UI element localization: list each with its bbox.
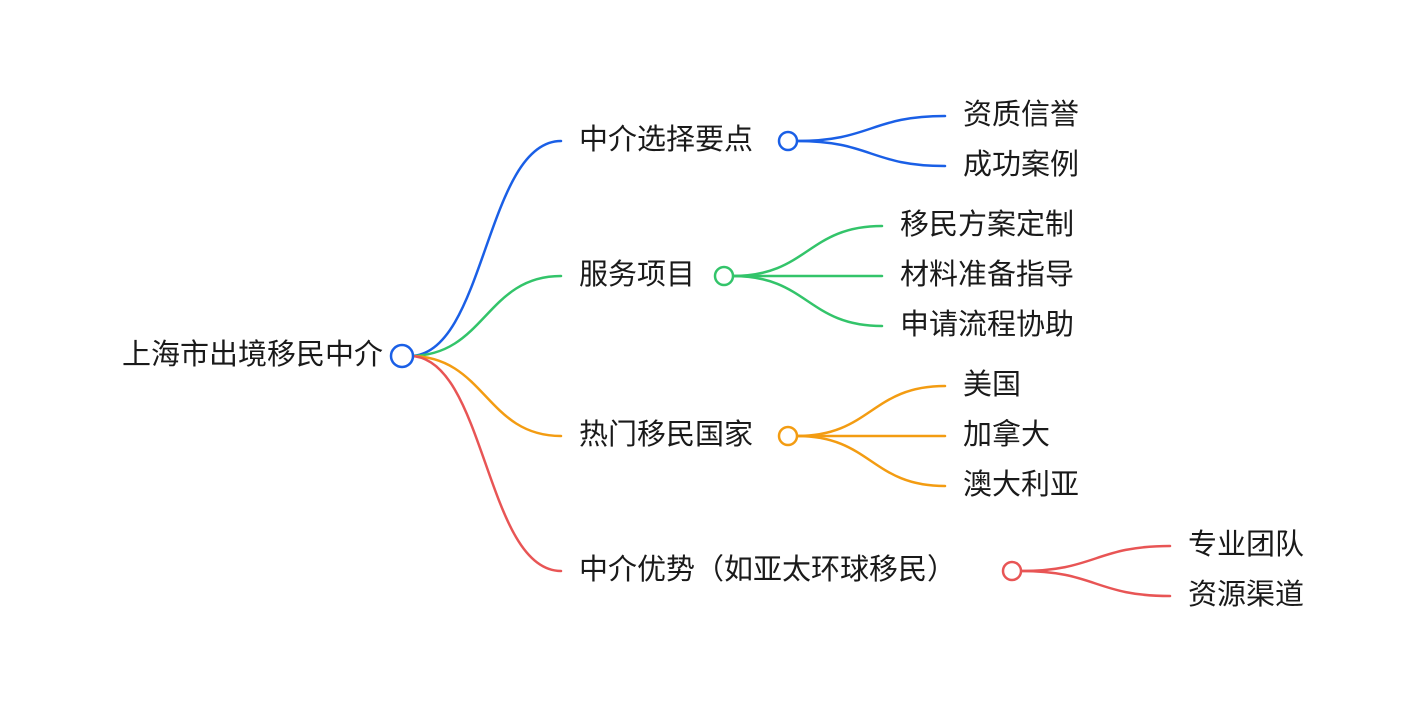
edge-branch-to-leaf bbox=[795, 139, 947, 168]
leaf-label-material-guidance: 材料准备指导 bbox=[900, 257, 1074, 291]
edge-branch-to-leaf bbox=[1019, 569, 1172, 598]
leaf-label-usa: 美国 bbox=[963, 367, 1021, 401]
leaf-label-australia: 澳大利亚 bbox=[963, 467, 1079, 501]
root-node-label: 上海市出境移民中介 bbox=[122, 337, 383, 371]
branch-circle-selection-points[interactable] bbox=[777, 130, 799, 152]
edge-root-to-branch bbox=[408, 274, 563, 358]
leaf-label-professional-team: 专业团队 bbox=[1188, 527, 1304, 561]
root-node-circle[interactable] bbox=[389, 343, 415, 369]
edge-root-to-branch bbox=[408, 139, 563, 358]
leaf-label-canada: 加拿大 bbox=[963, 417, 1050, 451]
leaf-label-resource-channels: 资源渠道 bbox=[1188, 577, 1304, 611]
leaf-label-plan-customization: 移民方案定制 bbox=[900, 207, 1074, 241]
edges-layer bbox=[408, 114, 1172, 598]
edge-branch-to-leaf bbox=[1019, 544, 1172, 573]
edge-branch-to-leaf bbox=[795, 114, 947, 143]
branch-label-selection-points: 中介选择要点 bbox=[579, 122, 753, 156]
branch-circle-advantages[interactable] bbox=[1001, 560, 1023, 582]
branch-label-popular-countries: 热门移民国家 bbox=[579, 417, 753, 451]
leaf-label-qualification: 资质信誉 bbox=[963, 97, 1079, 131]
branch-circle-popular-countries[interactable] bbox=[777, 425, 799, 447]
edge-branch-to-leaf bbox=[731, 224, 884, 278]
edge-branch-to-leaf bbox=[731, 274, 884, 328]
branch-circle-services[interactable] bbox=[713, 265, 735, 287]
edge-branch-to-leaf bbox=[795, 384, 947, 438]
edge-branch-to-leaf bbox=[795, 434, 947, 488]
leaf-label-process-assistance: 申请流程协助 bbox=[900, 307, 1074, 341]
branch-label-advantages: 中介优势（如亚太环球移民） bbox=[579, 552, 956, 586]
edge-root-to-branch bbox=[408, 354, 563, 573]
branch-label-services: 服务项目 bbox=[579, 257, 695, 291]
leaf-label-success-cases: 成功案例 bbox=[963, 147, 1079, 181]
edge-root-to-branch bbox=[408, 354, 563, 438]
